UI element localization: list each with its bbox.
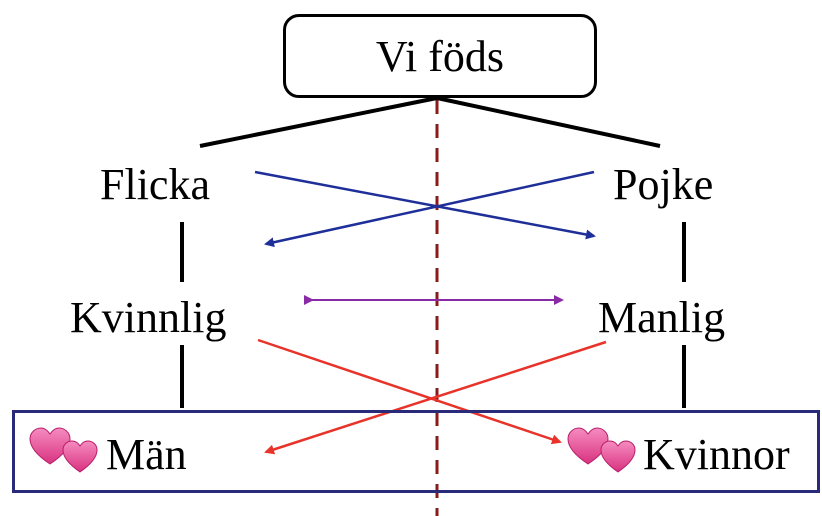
node-man: Män <box>106 430 187 479</box>
arrow-flicka-to-pojke <box>254 170 596 240</box>
arrow-kvinnlig-to-kvinnor <box>257 338 562 445</box>
node-kvinnlig: Kvinnlig <box>70 293 227 342</box>
node-flicka: Flicka <box>100 160 210 209</box>
arrow-pojke-to-flicka <box>264 170 595 248</box>
bottom-outcome-box <box>12 410 820 493</box>
node-manlig: Manlig <box>598 293 726 342</box>
top-node-box: Vi föds <box>283 14 597 98</box>
arrow-manlig-to-man <box>264 340 607 455</box>
hearts-icon <box>29 427 98 473</box>
branch-line-right <box>436 96 661 148</box>
top-node-label: Vi föds <box>375 31 505 81</box>
node-kvinnor: Kvinnor <box>643 430 790 479</box>
hearts-icon <box>567 427 636 473</box>
node-pojke: Pojke <box>613 160 714 209</box>
branch-line-left <box>199 96 438 148</box>
